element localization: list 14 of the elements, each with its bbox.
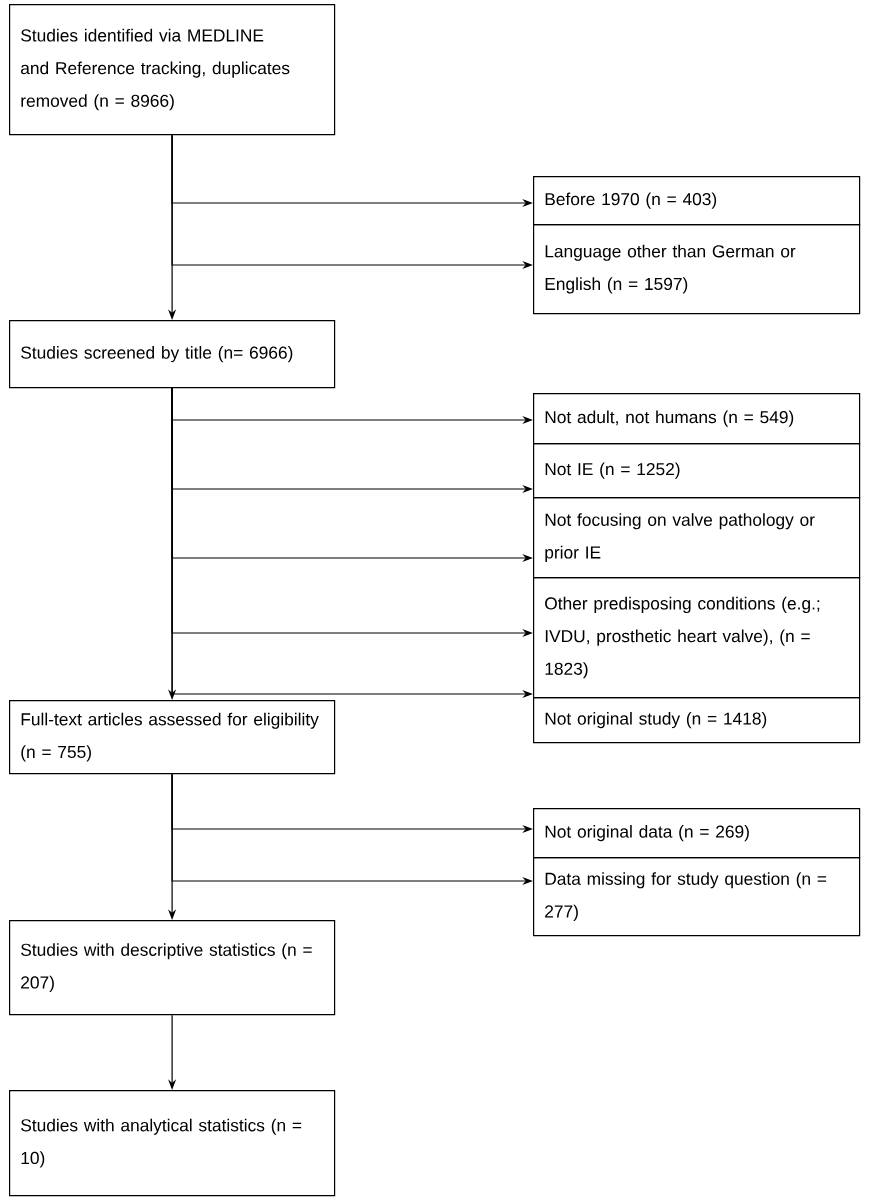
process-box: Studies with descriptive statistics (n = 207) (9, 920, 336, 1016)
process-box: Not IE (n = 1252) (533, 443, 861, 499)
process-box: Not original data (n = 269) (533, 808, 861, 859)
process-box: Not adult, not humans (n = 549) (533, 393, 861, 445)
process-box: Data missing for study question (n = 277) (533, 857, 861, 937)
process-box: Before 1970 (n = 403) (533, 176, 861, 226)
process-box: Studies with analytical statistics (n = 10) (9, 1090, 336, 1197)
process-box: Full-text articles assessed for eligibility (n = 755) (9, 700, 336, 775)
process-box: Studies identified via MEDLINE and Reference tracking, duplicates removed (n = 8966) (9, 4, 336, 136)
process-box: Language other than German or English (n = 1597) (533, 224, 861, 315)
process-box: Not original study (n = 1418) (533, 697, 861, 744)
process-box: Not focusing on valve pathology or prior IE (533, 497, 861, 579)
process-box: Other predisposing conditions (e.g.; IVDU, prosthetic heart valve), (n = 1823) (533, 577, 861, 699)
process-box: Studies screened by title (n= 6966) (9, 320, 336, 389)
